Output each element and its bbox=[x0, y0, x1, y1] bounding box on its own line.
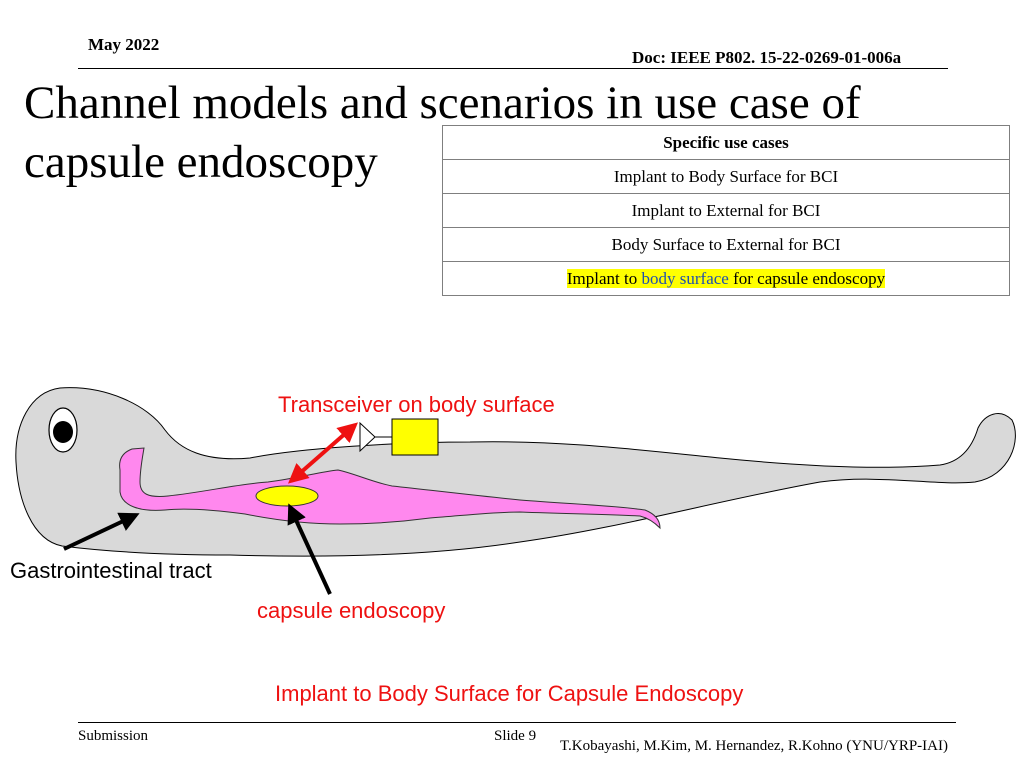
capsule-pointer-arrow bbox=[287, 503, 332, 595]
header-doc-id: Doc: IEEE P802. 15-22-0269-01-006a bbox=[632, 48, 902, 67]
highlight-text-1: Implant to bbox=[566, 268, 642, 288]
eye-pupil bbox=[53, 421, 73, 443]
header-date: May 2022 bbox=[88, 35, 160, 54]
table-header-cell: Specific use cases bbox=[442, 125, 1010, 160]
footer-submission: Submission bbox=[78, 728, 149, 744]
transceiver-box bbox=[391, 418, 439, 456]
gi-pointer-arrow bbox=[63, 512, 140, 551]
table-row: Implant to External for BCI bbox=[442, 193, 1010, 228]
table-row: Body Surface to External for BCI bbox=[442, 227, 1010, 262]
diagram-caption: Implant to Body Surface for Capsule Endo… bbox=[275, 681, 744, 706]
table-row-highlighted: Implant to body surface for capsule endo… bbox=[442, 261, 1010, 296]
table-row: Implant to Body Surface for BCI bbox=[442, 159, 1010, 194]
slide-title: Channel models and scenarios in use case… bbox=[24, 77, 861, 188]
header-divider bbox=[78, 68, 948, 69]
table-header-row: Specific use cases bbox=[442, 125, 1010, 160]
gi-tract bbox=[119, 447, 661, 530]
body-diagram bbox=[15, 387, 1016, 595]
gi-tract-label: Gastrointestinal tract bbox=[10, 558, 212, 583]
highlight-text-3: for capsule endoscopy bbox=[728, 268, 886, 288]
table-cell: Body Surface to External for BCI bbox=[442, 227, 1010, 262]
table-cell-highlighted: Implant to body surface for capsule endo… bbox=[442, 261, 1010, 296]
table-cell: Implant to External for BCI bbox=[442, 193, 1010, 228]
capsule-label: capsule endoscopy bbox=[257, 598, 446, 623]
capsule bbox=[255, 485, 319, 507]
table-cell: Implant to Body Surface for BCI bbox=[442, 159, 1010, 194]
use-case-table: Specific use cases Implant to Body Surfa… bbox=[442, 125, 1010, 296]
footer-slide-number: Slide 9 bbox=[494, 728, 537, 744]
footer-divider bbox=[78, 722, 956, 723]
link-arrow bbox=[287, 422, 359, 484]
highlight-text-2: body surface bbox=[641, 268, 729, 288]
transceiver-antenna bbox=[359, 421, 376, 453]
transceiver-label: Transceiver on body surface bbox=[278, 392, 555, 417]
footer-authors: T.Kobayashi, M.Kim, M. Hernandez, R.Kohn… bbox=[560, 738, 948, 754]
